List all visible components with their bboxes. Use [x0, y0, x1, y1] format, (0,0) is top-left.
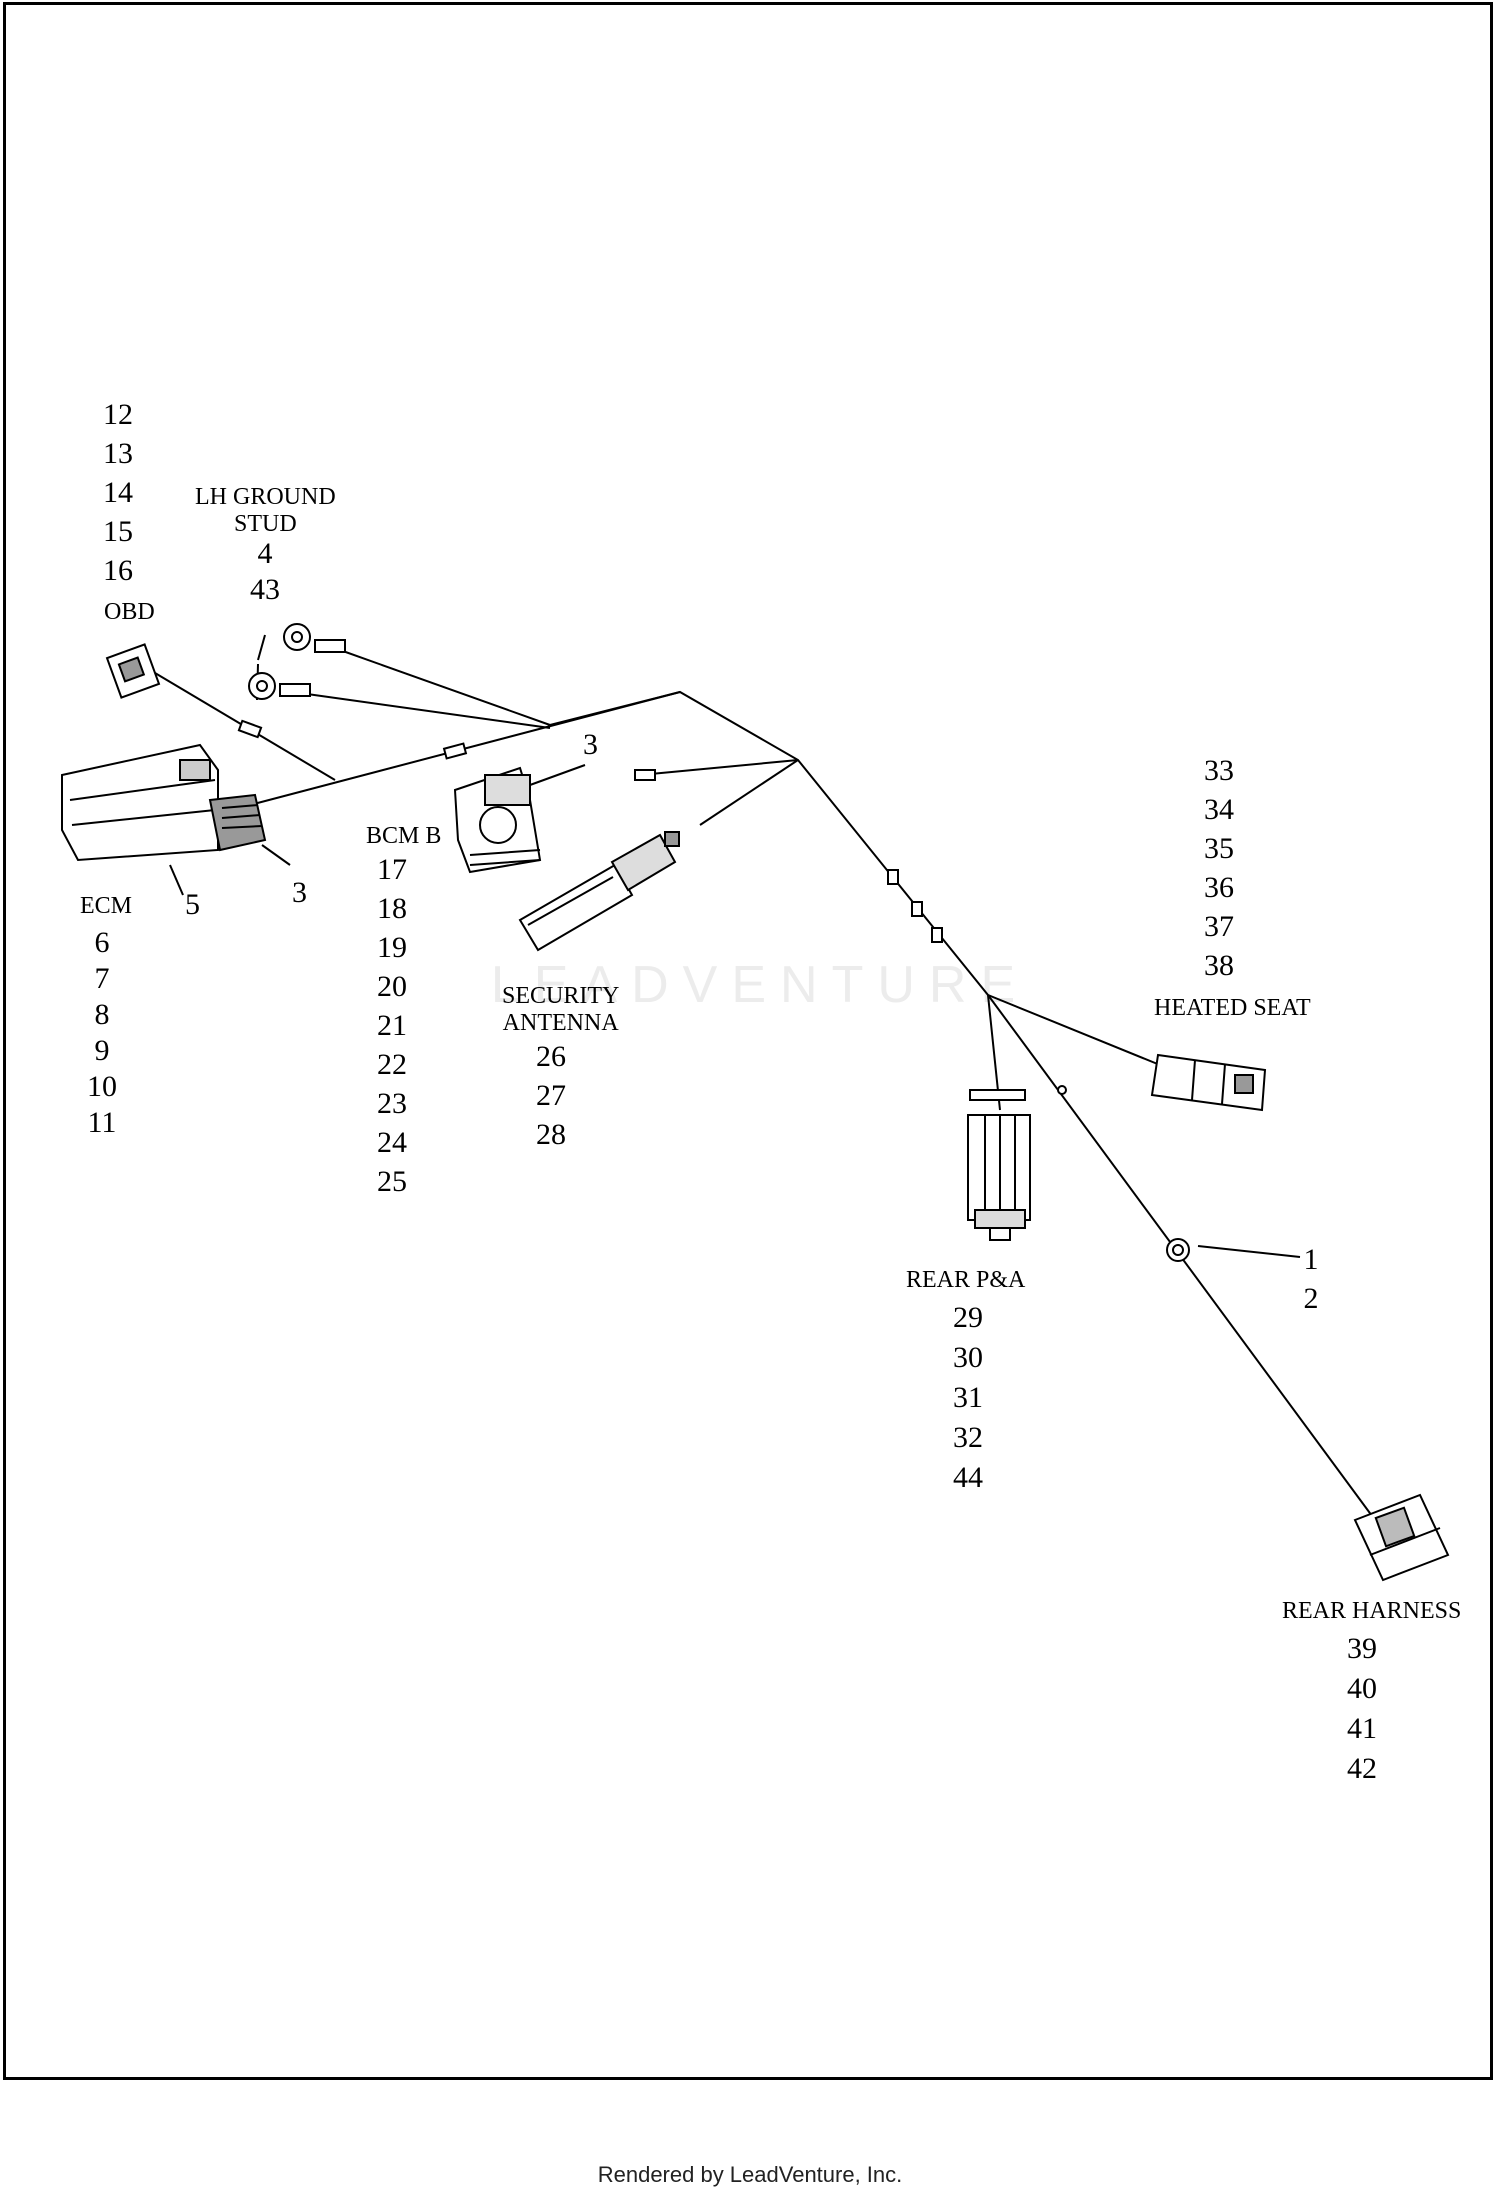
part-number: 41	[1347, 1712, 1377, 1745]
harness-wire-heated	[987, 994, 1161, 1066]
ecm-label: ECM	[80, 893, 133, 919]
part-number: 8	[94, 998, 110, 1031]
heated-seat-label: HEATED SEAT	[1154, 995, 1311, 1021]
part-number: 36	[1204, 871, 1234, 904]
rear-harness-connector-icon	[1353, 1493, 1450, 1582]
ecm-connector-icon	[61, 743, 267, 862]
part-number: 22	[377, 1048, 407, 1081]
leader-bcm-3	[529, 764, 586, 786]
security-part-numbers: 26 27 28	[530, 1037, 572, 1154]
part-number: 15	[103, 515, 133, 548]
part-number: 40	[1347, 1672, 1377, 1705]
ring-terminal-icon	[248, 623, 346, 700]
harness-wire-ground-a	[339, 649, 551, 726]
part-number: 9	[94, 1034, 110, 1067]
part-number: 26	[536, 1040, 566, 1073]
bcm-part-numbers: 17 18 19 20 21 22 23 24 25	[371, 850, 413, 1201]
part-number: 10	[87, 1070, 117, 1103]
part-number: 12	[103, 398, 133, 431]
part-number: 19	[377, 931, 407, 964]
leader-clip	[1197, 1245, 1301, 1258]
footer-credit: Rendered by LeadVenture, Inc.	[597, 2162, 903, 2187]
ecm-item-3: 3	[292, 876, 307, 909]
heated-seat-connector-icon	[1150, 1053, 1267, 1112]
bcm-fitting-number: 3	[583, 728, 598, 761]
part-number: 33	[1204, 754, 1234, 787]
part-number: 4	[257, 537, 273, 570]
harness-wire-antenna	[699, 759, 799, 826]
lh-ground-part-numbers: 4 43	[242, 536, 288, 608]
part-number: 20	[377, 970, 407, 1003]
part-number: 2	[1303, 1282, 1319, 1315]
part-number: 30	[953, 1341, 983, 1374]
clip-part-numbers: 1 2	[1298, 1240, 1324, 1318]
part-number: 1	[1303, 1243, 1319, 1276]
part-number: 7	[94, 962, 110, 995]
rear-pa-connector-icon	[967, 1089, 1031, 1241]
leader-ecm-5	[169, 864, 184, 896]
obd-label: OBD	[104, 599, 155, 625]
watermark-text: LEADVENTURE	[490, 956, 1030, 1014]
rear-harness-label: REAR HARNESS	[1282, 1598, 1462, 1624]
obd-part-numbers: 12 13 14 15 16	[95, 395, 141, 590]
part-number: 21	[377, 1009, 407, 1042]
security-antenna-label: SECURITY ANTENNA	[502, 983, 620, 1036]
part-number: 32	[953, 1421, 983, 1454]
part-number: 29	[953, 1301, 983, 1334]
part-number: 27	[536, 1079, 566, 1112]
part-number: 17	[377, 853, 407, 886]
part-number: 13	[103, 437, 133, 470]
part-number: 14	[103, 476, 133, 509]
part-number: 16	[103, 554, 133, 587]
part-number: 28	[536, 1118, 566, 1151]
bcm-b-label: BCM B	[366, 823, 442, 849]
part-number: 35	[1204, 832, 1234, 865]
part-number: 11	[87, 1106, 117, 1139]
ecm-part-numbers: 6 7 8 9 10 11	[82, 925, 122, 1141]
harness-wire-bcm-branch	[639, 759, 799, 776]
drawing-frame	[3, 2, 1493, 2080]
harness-wire-ground-b	[299, 692, 551, 729]
rear-pa-part-numbers: 29 30 31 32 44	[947, 1298, 989, 1498]
clip-icon	[1166, 1238, 1190, 1262]
obd-connector-icon	[105, 643, 161, 699]
part-number: 43	[250, 573, 280, 606]
part-number: 18	[377, 892, 407, 925]
ecm-item-5: 5	[185, 888, 200, 921]
part-number: 6	[94, 926, 110, 959]
harness-wire-bcm	[549, 691, 681, 726]
part-number: 38	[1204, 949, 1234, 982]
part-number: 24	[377, 1126, 407, 1159]
rear-harness-part-numbers: 39 40 41 42	[1340, 1629, 1384, 1789]
harness-wire-main	[249, 690, 989, 996]
splice-icon	[237, 719, 1067, 1095]
part-number: 42	[1347, 1752, 1377, 1785]
security-antenna-icon	[518, 831, 680, 952]
part-number: 39	[1347, 1632, 1377, 1665]
part-number: 34	[1204, 793, 1234, 826]
part-number: 44	[953, 1461, 983, 1494]
lh-ground-stud-label: LH GROUND STUD	[195, 484, 336, 537]
part-number: 37	[1204, 910, 1234, 943]
heated-seat-part-numbers: 33 34 35 36 37 38	[1197, 751, 1241, 985]
rear-pa-label: REAR P&A	[906, 1267, 1026, 1293]
part-number: 23	[377, 1087, 407, 1120]
bcm-connector-icon	[453, 766, 542, 874]
part-number: 31	[953, 1381, 983, 1414]
part-number: 25	[377, 1165, 407, 1198]
leader-ecm-3	[261, 844, 291, 866]
